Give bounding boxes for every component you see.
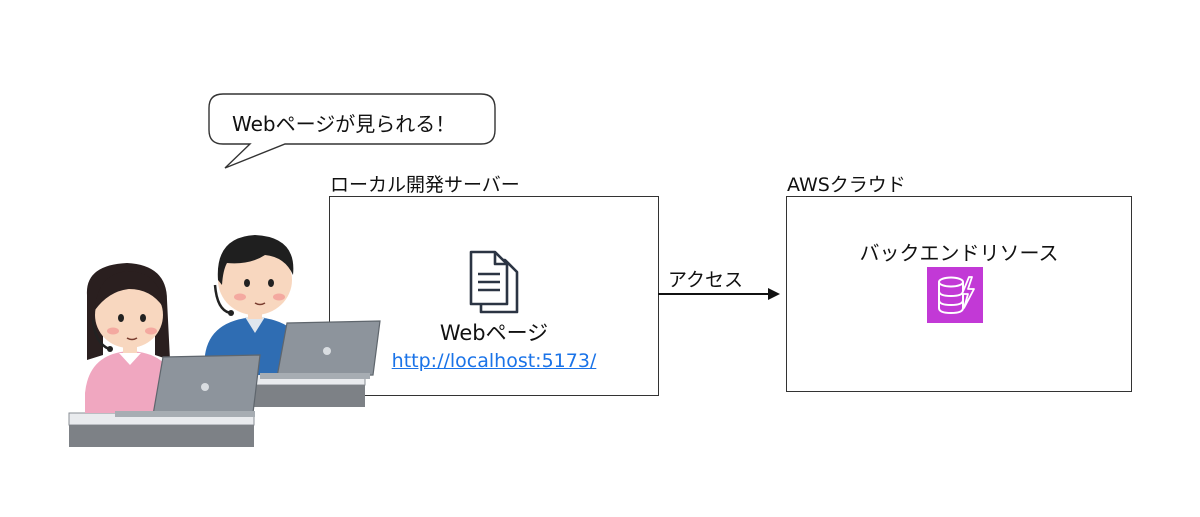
aws-cloud-box: バックエンドリソース [786,196,1132,392]
speech-bubble-text: Webページが見られる！ [232,112,456,136]
web-page-label: Webページ [439,321,549,345]
speech-bubble [208,93,496,169]
document-icon [469,250,519,314]
localhost-link[interactable]: http://localhost:5173/ [391,350,597,372]
developers-illustration [68,235,381,447]
access-label: アクセス [668,269,744,291]
front-laptop [115,354,261,417]
aws-cloud-title: AWSクラウド [787,174,906,196]
back-laptop [260,320,381,379]
dynamodb-icon [927,267,983,323]
front-desk [68,412,255,447]
access-arrow [658,288,780,300]
local-server-title: ローカル開発サーバー [330,174,520,196]
backend-resource-label: バックエンドリソース [859,241,1059,265]
woman-figure [85,263,177,413]
